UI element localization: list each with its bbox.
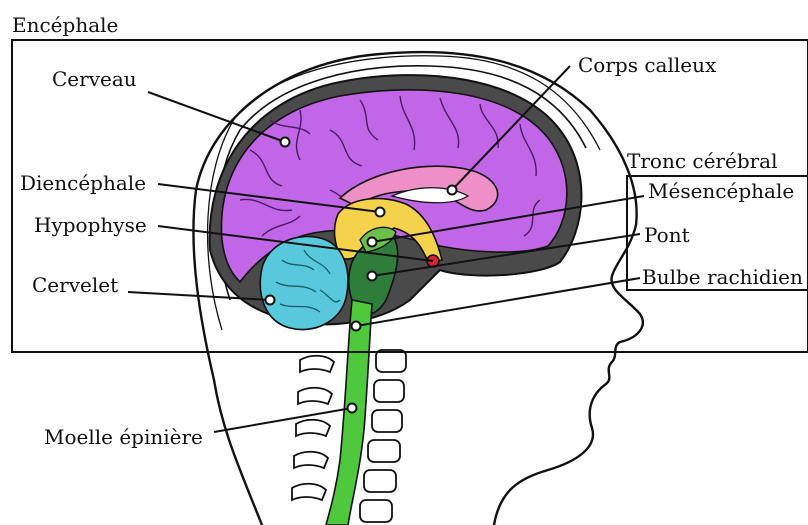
label-pont: Pont [644, 223, 690, 247]
label-cervelet: Cervelet [32, 273, 118, 297]
label-moelle: Moelle épinière [44, 425, 203, 449]
dot-bulbe [352, 322, 361, 331]
label-bulbe: Bulbe rachidien [642, 265, 803, 289]
label-diencephale: Diencéphale [20, 171, 146, 195]
dot-cervelet [266, 296, 275, 305]
dot-corps-calleux [448, 186, 457, 195]
dot-pont [368, 272, 377, 281]
tronc-title: Tronc cérébral [627, 149, 778, 173]
label-mesencephale: Mésencéphale [648, 179, 794, 203]
label-corps-calleux: Corps calleux [578, 53, 717, 77]
dot-moelle [348, 404, 357, 413]
dot-cerveau [281, 138, 290, 147]
leader-moelle [214, 408, 352, 432]
encephale-title: Encéphale [12, 13, 118, 37]
dot-diencephale [376, 208, 385, 217]
dot-mesencephale [368, 238, 377, 247]
label-hypophyse: Hypophyse [34, 213, 147, 237]
label-cerveau: Cerveau [52, 67, 137, 91]
